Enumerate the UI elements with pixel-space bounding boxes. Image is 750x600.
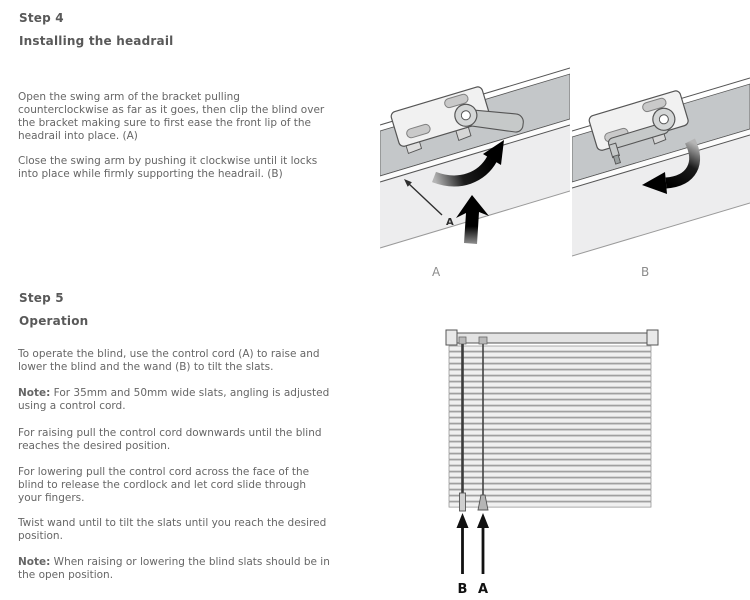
figure-a-bracket-open: A A [380,55,570,283]
slat [449,496,651,501]
slat [449,364,651,369]
slat [449,382,651,387]
wand-pointer-arrow-icon [457,513,469,574]
step5-paragraph-2: For raising pull the control cord downwa… [18,427,390,453]
slat [449,436,651,441]
slat [449,448,651,453]
slat [449,430,651,435]
note-text: When raising or lowering the blind slats… [18,556,330,581]
slat [449,400,651,405]
note-label: Note: [18,387,50,399]
wand-label: B [458,582,468,597]
slat [449,442,651,447]
slat [449,490,651,495]
annotation-a-label: A [446,217,454,228]
slat [449,454,651,459]
step5-paragraph-1: To operate the blind, use the control co… [18,348,390,374]
slat [449,388,651,393]
figure-a-caption: A [432,265,441,279]
slat [449,478,651,483]
step4-paragraph-1: Open the swing arm of the bracket pullin… [18,91,390,143]
step4-title: Step 4 [19,11,64,25]
slat [449,466,651,471]
slat [449,394,651,399]
slat [449,370,651,375]
step5-note-2: Note: When raising or lowering the blind… [18,556,390,582]
step5-subtitle: Operation [19,314,88,328]
step5-note-1: Note: For 35mm and 50mm wide slats, angl… [18,387,390,413]
slat [449,418,651,423]
end-cap-left [446,330,457,345]
slat [449,352,651,357]
slat [449,346,651,351]
cord-pointer-arrow-icon [477,513,489,574]
figure-b-caption: B [641,265,649,279]
slat [449,412,651,417]
slat [449,484,651,489]
step5-paragraph-4: Twist wand until to tilt the slats until… [18,517,390,543]
cord-label: A [478,582,488,597]
slats [449,346,651,507]
wand-handle [460,493,466,511]
step4-paragraph-2: Close the swing arm by pushing it clockw… [18,155,390,181]
slat [449,358,651,363]
step5-title: Step 5 [19,291,64,305]
note-text: For 35mm and 50mm wide slats, angling is… [18,387,329,412]
figure-b-bracket-closed: B [572,55,750,283]
blind-operation-diagram: B A [444,327,660,600]
step4-subtitle: Installing the headrail [19,34,173,48]
slat [449,406,651,411]
note-label: Note: [18,556,50,568]
slat [449,472,651,477]
headrail [446,330,658,345]
step5-paragraph-3: For lowering pull the control cord acros… [18,466,390,505]
slat [449,424,651,429]
slat [449,376,651,381]
end-cap-right [647,330,658,345]
slat [449,460,651,465]
